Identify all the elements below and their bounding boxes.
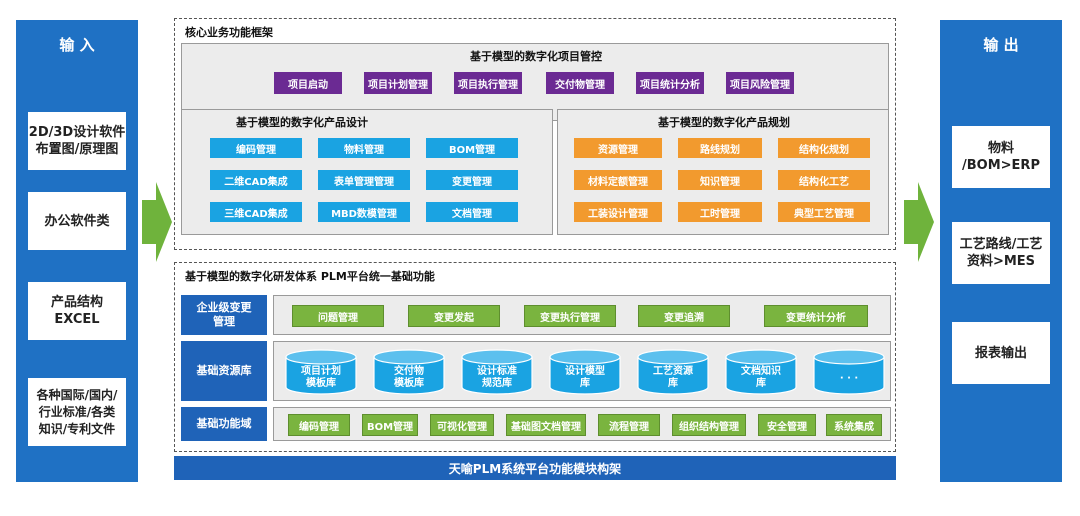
design-material-button[interactable]: 物料管理 (318, 138, 410, 158)
resource-cylinder-label: 库 (756, 376, 766, 389)
func-integration-button[interactable]: 系统集成 (826, 414, 882, 436)
deliverables-button[interactable]: 交付物管理 (546, 72, 614, 94)
basic-functions-label: 基础功能域 (181, 407, 267, 441)
input-item-design-software: 2D/3D设计软件 布置图/原理图 (28, 112, 126, 170)
planning-tooling-button[interactable]: 工装设计管理 (574, 202, 662, 222)
resource-cylinder-label: 库 (580, 376, 590, 389)
func-visualization-button[interactable]: 可视化管理 (430, 414, 494, 436)
design-form-button[interactable]: 表单管理管理 (318, 170, 410, 190)
planning-resource-button[interactable]: 资源管理 (574, 138, 662, 158)
design-coding-button[interactable]: 编码管理 (210, 138, 302, 158)
project-section-title: 基于模型的数字化项目管控 (470, 50, 602, 63)
input-arrow (142, 182, 172, 262)
design-2d-cad-button[interactable]: 二维CAD集成 (210, 170, 302, 190)
planning-structured-button[interactable]: 结构化规划 (778, 138, 870, 158)
planning-material-quota-button[interactable]: 材料定额管理 (574, 170, 662, 190)
input-title: 输 入 (59, 36, 95, 54)
design-document-button[interactable]: 文档管理 (426, 202, 518, 222)
output-item-bom-erp: 物料 /BOM>ERP (952, 126, 1050, 188)
change-management-label: 企业级变更 管理 (181, 295, 267, 335)
resource-cylinder[interactable]: · · · (813, 349, 885, 395)
design-change-button[interactable]: 变更管理 (426, 170, 518, 190)
design-bom-button[interactable]: BOM管理 (426, 138, 518, 158)
design-3d-cad-button[interactable]: 三维CAD集成 (210, 202, 302, 222)
planning-route-button[interactable]: 路线规划 (678, 138, 762, 158)
project-plan-button[interactable]: 项目计划管理 (364, 72, 432, 94)
planning-section: 基于模型的数字化产品规划 资源管理 路线规划 结构化规划 材料定额管理 知识管理… (557, 109, 889, 235)
func-workflow-button[interactable]: 流程管理 (598, 414, 660, 436)
input-panel: 输 入 2D/3D设计软件 布置图/原理图 办公软件类 产品结构 EXCEL 各… (16, 20, 138, 482)
func-security-button[interactable]: 安全管理 (758, 414, 816, 436)
issue-management-button[interactable]: 问题管理 (292, 305, 384, 327)
change-trace-button[interactable]: 变更追溯 (638, 305, 730, 327)
planning-section-title: 基于模型的数字化产品规划 (658, 116, 790, 129)
input-item-standards: 各种国际/国内/ 行业标准/各类 知识/专利文件 (28, 378, 126, 446)
planning-knowledge-button[interactable]: 知识管理 (678, 170, 762, 190)
change-execution-button[interactable]: 变更执行管理 (524, 305, 616, 327)
func-organization-button[interactable]: 组织结构管理 (672, 414, 746, 436)
resource-cylinder-label: 模板库 (394, 376, 424, 389)
resource-cylinder-label: 工艺资源 (653, 364, 693, 377)
output-panel: 输 出 物料 /BOM>ERP 工艺路线/工艺 资料>MES 报表输出 (940, 20, 1062, 482)
footer-bar: 天喻PLM系统平台功能模块构架 (174, 456, 896, 480)
core-framework-title: 核心业务功能框架 (185, 26, 273, 39)
planning-structured-process-button[interactable]: 结构化工艺 (778, 170, 870, 190)
project-statistics-button[interactable]: 项目统计分析 (636, 72, 704, 94)
func-bom-button[interactable]: BOM管理 (362, 414, 418, 436)
resource-cylinder-label: 项目计划 (301, 364, 341, 377)
resource-library-label: 基础资源库 (181, 341, 267, 401)
output-item-routing-mes: 工艺路线/工艺 资料>MES (952, 222, 1050, 284)
resource-cylinder-label: · · · (840, 373, 858, 384)
output-title: 输 出 (983, 36, 1019, 54)
planning-hours-button[interactable]: 工时管理 (678, 202, 762, 222)
design-mbd-button[interactable]: MBD数模管理 (318, 202, 410, 222)
output-arrow (904, 182, 934, 262)
basic-functions-row: 编码管理 BOM管理 可视化管理 基础图文档管理 流程管理 组织结构管理 安全管… (273, 407, 891, 441)
planning-typical-process-button[interactable]: 典型工艺管理 (778, 202, 870, 222)
resource-cylinder-label: 模板库 (306, 376, 336, 389)
change-management-row: 问题管理 变更发起 变更执行管理 变更追溯 变更统计分析 (273, 295, 891, 335)
change-statistics-button[interactable]: 变更统计分析 (764, 305, 868, 327)
resource-cylinder-label: 规范库 (482, 376, 512, 389)
change-initiate-button[interactable]: 变更发起 (408, 305, 500, 327)
output-item-reports: 报表输出 (952, 322, 1050, 384)
base-framework: 基于模型的数字化研发体系 PLM平台统一基础功能 企业级变更 管理 问题管理 变… (174, 262, 896, 452)
resource-cylinder-label: 交付物 (394, 364, 424, 377)
resource-cylinder-label: 设计模型 (565, 364, 605, 377)
input-item-office: 办公软件类 (28, 192, 126, 250)
resource-library-row: 项目计划模板库交付物模板库设计标准规范库设计模型库工艺资源库文档知识库· · · (273, 341, 891, 401)
design-section: 基于模型的数字化产品设计 编码管理 物料管理 BOM管理 二维CAD集成 表单管… (181, 109, 553, 235)
project-section: 基于模型的数字化项目管控 项目启动 项目计划管理 项目执行管理 交付物管理 项目… (181, 43, 889, 121)
project-start-button[interactable]: 项目启动 (274, 72, 342, 94)
base-framework-title: 基于模型的数字化研发体系 PLM平台统一基础功能 (185, 270, 435, 283)
resource-cylinder-label: 文档知识 (741, 364, 781, 377)
core-framework: 核心业务功能框架 基于模型的数字化项目管控 项目启动 项目计划管理 项目执行管理… (174, 18, 896, 250)
project-risk-button[interactable]: 项目风险管理 (726, 72, 794, 94)
project-execution-button[interactable]: 项目执行管理 (454, 72, 522, 94)
func-coding-button[interactable]: 编码管理 (288, 414, 350, 436)
resource-cylinder-label: 设计标准 (477, 364, 517, 377)
func-drawing-doc-button[interactable]: 基础图文档管理 (506, 414, 586, 436)
design-section-title: 基于模型的数字化产品设计 (236, 116, 368, 129)
resource-cylinder-label: 库 (668, 376, 678, 389)
input-item-product-structure: 产品结构 EXCEL (28, 282, 126, 340)
